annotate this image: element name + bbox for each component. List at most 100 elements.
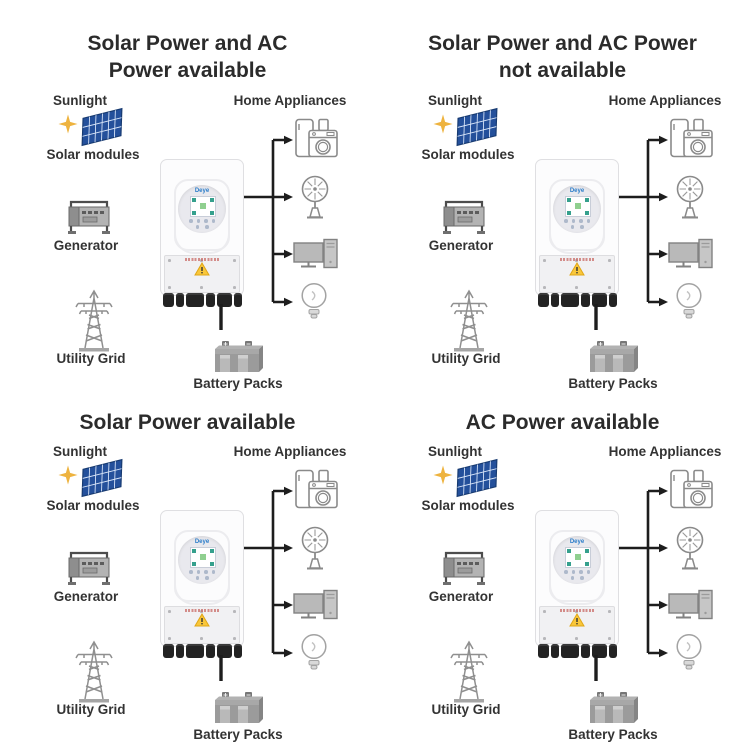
terminal-glands [538,644,617,658]
solar-modules-label: Solar modules [46,498,140,513]
inverter-body: Deye [160,159,244,307]
light-bulb-icon [301,633,327,670]
generator-icon [66,551,112,587]
battery-packs-icon [589,340,639,373]
light-bulb-icon [301,282,327,319]
generator-label: Generator [428,589,494,604]
inverter-body: Deye [535,510,619,658]
inverter-display: Deye [553,536,601,584]
diagram: Sunlight Solar modules Generator Utility… [0,92,375,404]
fridge-washer-icon [670,118,713,158]
diagram: Sunlight Solar modules Generator Utility… [0,443,375,750]
warning-triangle-icon [165,613,239,632]
sunlight-label: Sunlight [53,93,107,108]
inverter-body: Deye [160,510,244,658]
generator-icon [66,200,112,236]
inverter-screen [190,547,216,568]
quadrant-solar-available: Solar Power available Sunlight Solar mod… [0,375,375,750]
utility-grid-tower-icon [75,641,113,704]
inverter-wiring-cover [539,606,615,644]
solar-modules-label: Solar modules [46,147,140,162]
sun-star-icon [58,114,78,134]
quadrant-ac-available: AC Power available Sunlight Solar module… [375,375,750,750]
battery-packs-label: Battery Packs [193,376,283,391]
inverter-bezel [174,179,230,251]
solar-panel-icon [456,459,498,497]
generator-label: Generator [428,238,494,253]
sunlight-label: Sunlight [428,444,482,459]
inverter-wiring-cover [539,255,615,293]
sun-star-icon [433,114,453,134]
terminal-glands [538,293,617,307]
sunlight-label: Sunlight [428,93,482,108]
warning-triangle-icon [165,262,239,281]
inverter-brand-logo: Deye [569,188,585,194]
battery-packs-label: Battery Packs [568,376,658,391]
fridge-washer-icon [295,469,338,509]
solar-modules-label: Solar modules [421,498,515,513]
pedestal-fan-icon [301,175,329,219]
pedestal-fan-icon [301,526,329,570]
inverter-screen [565,196,591,217]
light-bulb-icon [676,633,702,670]
desktop-computer-icon [668,589,713,620]
battery-packs-label: Battery Packs [568,727,658,742]
quadrant-solar-and-ac-available: Solar Power and AC Power available Sunli… [0,0,375,391]
battery-packs-label: Battery Packs [193,727,283,742]
diagram: Sunlight Solar modules Generator Utility… [375,443,750,750]
utility-grid-label: Utility Grid [56,351,126,366]
home-appliances-label: Home Appliances [233,444,347,459]
fridge-washer-icon [670,469,713,509]
warning-triangle-icon [540,613,614,632]
diagram: Sunlight Solar modules Generator Utility… [375,92,750,404]
hybrid-inverter: Deye [160,159,244,307]
hybrid-inverter: Deye [535,510,619,658]
quadrant-title: AC Power available [465,411,660,434]
sunlight-label: Sunlight [53,444,107,459]
inverter-display: Deye [553,185,601,233]
solar-panel-icon [81,459,123,497]
warning-triangle-icon [540,262,614,281]
inverter-screen [190,196,216,217]
utility-grid-label: Utility Grid [431,702,501,717]
inverter-wiring-cover [164,255,240,293]
utility-grid-label: Utility Grid [56,702,126,717]
home-appliances-label: Home Appliances [608,93,722,108]
solar-panel-icon [81,108,123,146]
solar-modules-label: Solar modules [421,147,515,162]
generator-icon [441,200,487,236]
inverter-body: Deye [535,159,619,307]
terminal-glands [163,644,242,658]
inverter-buttons [178,219,226,223]
battery-packs-icon [214,340,264,373]
battery-packs-icon [214,691,264,724]
inverter-brand-logo: Deye [194,188,210,194]
inverter-brand-logo: Deye [569,539,585,545]
inverter-brand-logo: Deye [194,539,210,545]
solar-panel-icon [456,108,498,146]
home-appliances-label: Home Appliances [233,93,347,108]
utility-grid-tower-icon [450,641,488,704]
sun-star-icon [433,465,453,485]
generator-label: Generator [53,589,119,604]
quadrant-title: Solar Power available [79,411,296,434]
generator-label: Generator [53,238,119,253]
hybrid-inverter: Deye [160,510,244,658]
fridge-washer-icon [295,118,338,158]
quadrant-title: Solar Power and AC Power available [87,32,288,82]
inverter-display: Deye [178,185,226,233]
inverter-display: Deye [178,536,226,584]
inverter-buttons-row2 [178,225,226,229]
desktop-computer-icon [293,238,338,269]
warning-microtext [185,258,219,261]
home-appliances-label: Home Appliances [608,444,722,459]
pedestal-fan-icon [676,175,704,219]
utility-grid-label: Utility Grid [431,351,501,366]
quadrant-none-available: Solar Power and AC Power not available S… [375,0,750,391]
desktop-computer-icon [293,589,338,620]
terminal-glands [163,293,242,307]
hybrid-inverter: Deye [535,159,619,307]
generator-icon [441,551,487,587]
utility-grid-tower-icon [450,290,488,353]
